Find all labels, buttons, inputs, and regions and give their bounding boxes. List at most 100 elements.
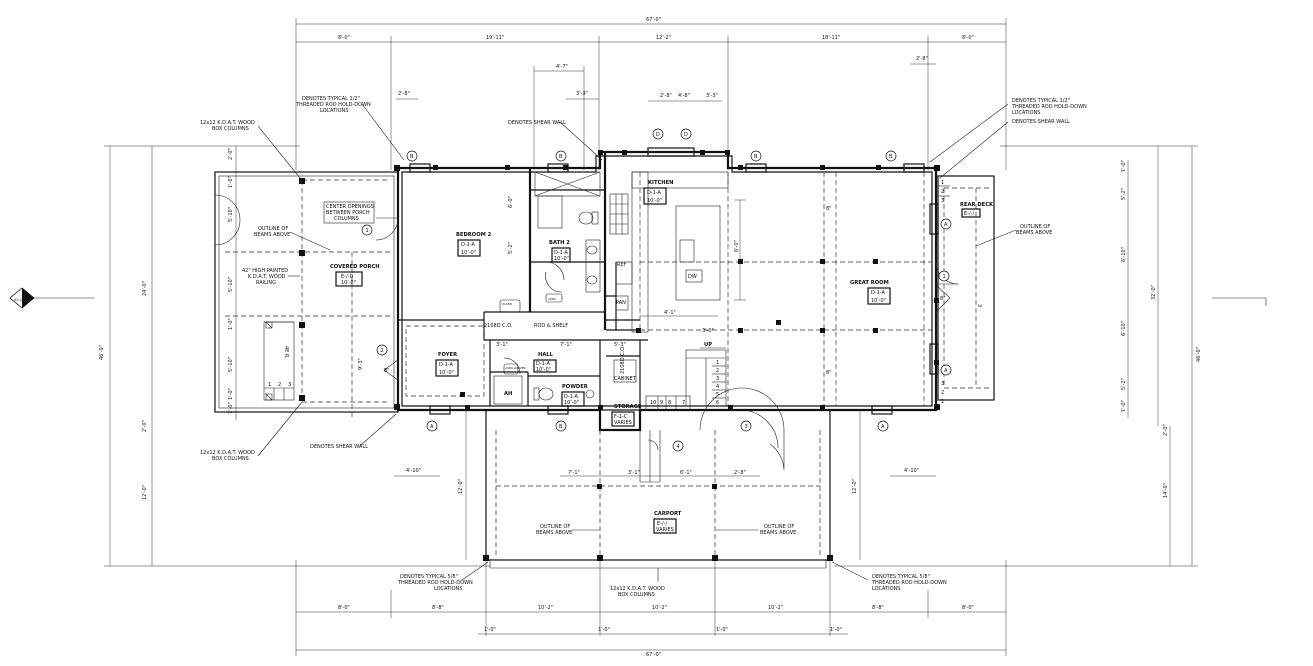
tag-stair-4: 4 <box>677 444 680 450</box>
room-name-rear-deck: REAR DECK <box>960 202 994 208</box>
tag-window-porch-1: 1 <box>366 228 369 234</box>
covered-porch: COVERED PORCH E-/-D 10'-8" CENTER OPENIN… <box>214 171 399 420</box>
dim-right-seg-5: 5'-2" <box>1121 378 1127 390</box>
tag-b-5: B <box>559 424 563 430</box>
note-holddown-bl-2: THREADED ROD HOLD-DOWN <box>397 580 473 586</box>
porch-step-3: 3 <box>288 382 291 388</box>
porch-step-1: 1 <box>268 382 271 388</box>
ah-label: AH <box>504 391 512 397</box>
room-name-foyer: FOYER <box>438 352 457 358</box>
stair-step-1: 1 <box>716 360 719 366</box>
dw-label: DW <box>688 274 697 280</box>
section-marker-right <box>1212 297 1267 306</box>
dim-bottom-seg-4: 10'-2" <box>652 605 667 611</box>
dim-carport-right: 12'-0" <box>852 479 858 494</box>
dim-int-stair: 3'-0" <box>702 328 714 334</box>
cabinet-label: CABINET <box>614 376 637 382</box>
room-code-rear-deck: E-/-/ <box>964 211 974 217</box>
stair-step-9: 9 <box>660 400 663 406</box>
kitchen: REF DW PAN KITCHEN D-1-A 10'-0" <box>615 171 729 333</box>
tag-a-4: A <box>881 424 885 430</box>
room-name-great-room: GREAT ROOM <box>850 280 889 286</box>
tag-d-1: D <box>656 132 660 138</box>
room-code-powder: D-1-A <box>564 394 579 400</box>
room-code-foyer: D-1-A <box>439 362 454 368</box>
closet-label: 2108D C.O. <box>484 323 513 329</box>
note-holddown-br-3: LOCATIONS <box>872 586 900 592</box>
note-box-columns-center-2: BOX COLUMNS <box>618 592 655 598</box>
deck-side-step: 3 <box>976 304 982 307</box>
dim-misc-carport-3: 6'-1" <box>680 470 692 476</box>
porch-stair-note: 4E R. <box>283 346 289 359</box>
dim-int-bedroom-2: 5'-2" <box>508 242 514 254</box>
room-height-kitchen: 10'-0" <box>647 198 662 204</box>
note-holddown-tr-3: LOCATIONS <box>1012 110 1040 116</box>
dim-top-small-5: 4'-8" <box>678 93 690 99</box>
tag-b-4: B <box>889 154 893 160</box>
dim-misc-carport-2: 3'-1" <box>628 470 640 476</box>
beam-depth-3: 8" <box>940 296 945 302</box>
great-room: 8" 8" GREAT ROOM D-1-A 10'-0" 8" 6'-0" 4… <box>636 172 945 406</box>
deck-step-top-3: 3 <box>941 198 944 204</box>
note-shearwall-tr: DENOTES SHEAR WALL <box>1012 119 1070 125</box>
dim-bottom-small-4: 1'-0" <box>830 627 842 633</box>
dim-right-seg-8: 14'-0" <box>1163 483 1169 498</box>
dim-top-small-1: 2'-8" <box>398 91 410 97</box>
dim-bottom-seg-2: 8'-8" <box>432 605 444 611</box>
room-height-great-room: 10'-0" <box>871 298 886 304</box>
deck-step-top-2: 2 <box>941 189 944 195</box>
bath-2: BATH 2 D-1-A 10'-0" <box>534 171 629 293</box>
carport: CARPORT E-/-/ VARIES OUTLINE OF BEAMS AB… <box>394 409 936 598</box>
dim-top-seg-2: 19'-11" <box>486 35 504 41</box>
note-center-openings-3: COLUMNS <box>334 216 359 222</box>
note-holddown-tl-1: DENOTES TYPICAL 1/2" <box>302 96 360 102</box>
dim-bottom-seg-6: 8'-8" <box>872 605 884 611</box>
dim-overall-left: 46'-0" <box>99 345 105 360</box>
note-railing-1: 42" HIGH PAINTED <box>242 268 288 274</box>
overall-dimension-left: 46'-0" 24'-0" 2'-0" 1'-0" 5'-10" 5'-10" … <box>99 145 490 567</box>
dim-inner-left: 24'-0" <box>142 281 148 296</box>
stair-step-5: 5 <box>716 392 719 398</box>
room-height-carport: VARIES <box>656 527 674 533</box>
dim-bottom-small-1: 1'-0" <box>484 627 496 633</box>
dim-overall-bottom: 67'-0" <box>646 652 661 658</box>
dim-right-seg-7: 2'-0" <box>1163 424 1169 436</box>
porch-step-2: 2 <box>278 382 281 388</box>
room-height-storage: VARIES <box>614 420 632 426</box>
tag-a-1: A <box>944 222 948 228</box>
note-holddown-bl-3: LOCATIONS <box>434 586 462 592</box>
dim-right-seg-4: 6'-10" <box>1121 321 1127 336</box>
dim-top-small-6: 3'-3" <box>706 93 718 99</box>
rear-deck: 1 2 3 3 2 1 REAR DECK E-/-/ 1 3 OUTLINE … <box>937 175 1052 405</box>
tag-b-2: B <box>559 154 563 160</box>
dim-top-small-2: 4'-7" <box>556 64 568 70</box>
stair-step-8: 8 <box>668 400 671 406</box>
dim-misc-right-carport: 4'-10" <box>904 468 919 474</box>
tag-a-3: A <box>430 424 434 430</box>
dim-right-seg-2: 5'-2" <box>1121 188 1127 200</box>
note-beams-carport-l2: BEAMS ABOVE <box>536 530 572 536</box>
note-beams-porch-1: OUTLINE OF <box>258 226 288 232</box>
room-name-carport: CARPORT <box>654 511 682 517</box>
door-label-bath: 2080 <box>548 297 556 301</box>
door-label-bedroom: 2108D <box>502 302 513 306</box>
wall-tags: B B D D B B A A A B A <box>406 128 952 432</box>
room-code-carport: E-/-/ <box>657 521 667 527</box>
dim-bottom-seg-3: 10'-2" <box>538 605 553 611</box>
note-beams-carport-l1: OUTLINE OF <box>540 524 570 530</box>
beam-depth-2: 8" <box>826 370 831 376</box>
dim-bottom-seg-5: 10'-2" <box>768 605 783 611</box>
stair-up-label: UP <box>704 342 712 348</box>
dim-misc-left-porch: 4'-10" <box>406 468 421 474</box>
note-beams-rear-2: BEAMS ABOVE <box>1016 230 1052 236</box>
dim-int-hall-2: 7'-1" <box>560 342 572 348</box>
note-railing-3: RAILING <box>256 280 276 286</box>
note-beams-carport-r2: BEAMS ABOVE <box>760 530 796 536</box>
note-holddown-tl-3: LOCATIONS <box>320 108 348 114</box>
dim-right-seg-3: 6'-10" <box>1121 247 1127 262</box>
stair-step-7: 7 <box>682 400 685 406</box>
dim-left-seg-1: 2'-0" <box>228 148 234 160</box>
dim-top-small-4: 2'-8" <box>660 93 672 99</box>
doors: 8" <box>375 217 959 483</box>
room-name-bath2: BATH 2 <box>549 240 570 246</box>
